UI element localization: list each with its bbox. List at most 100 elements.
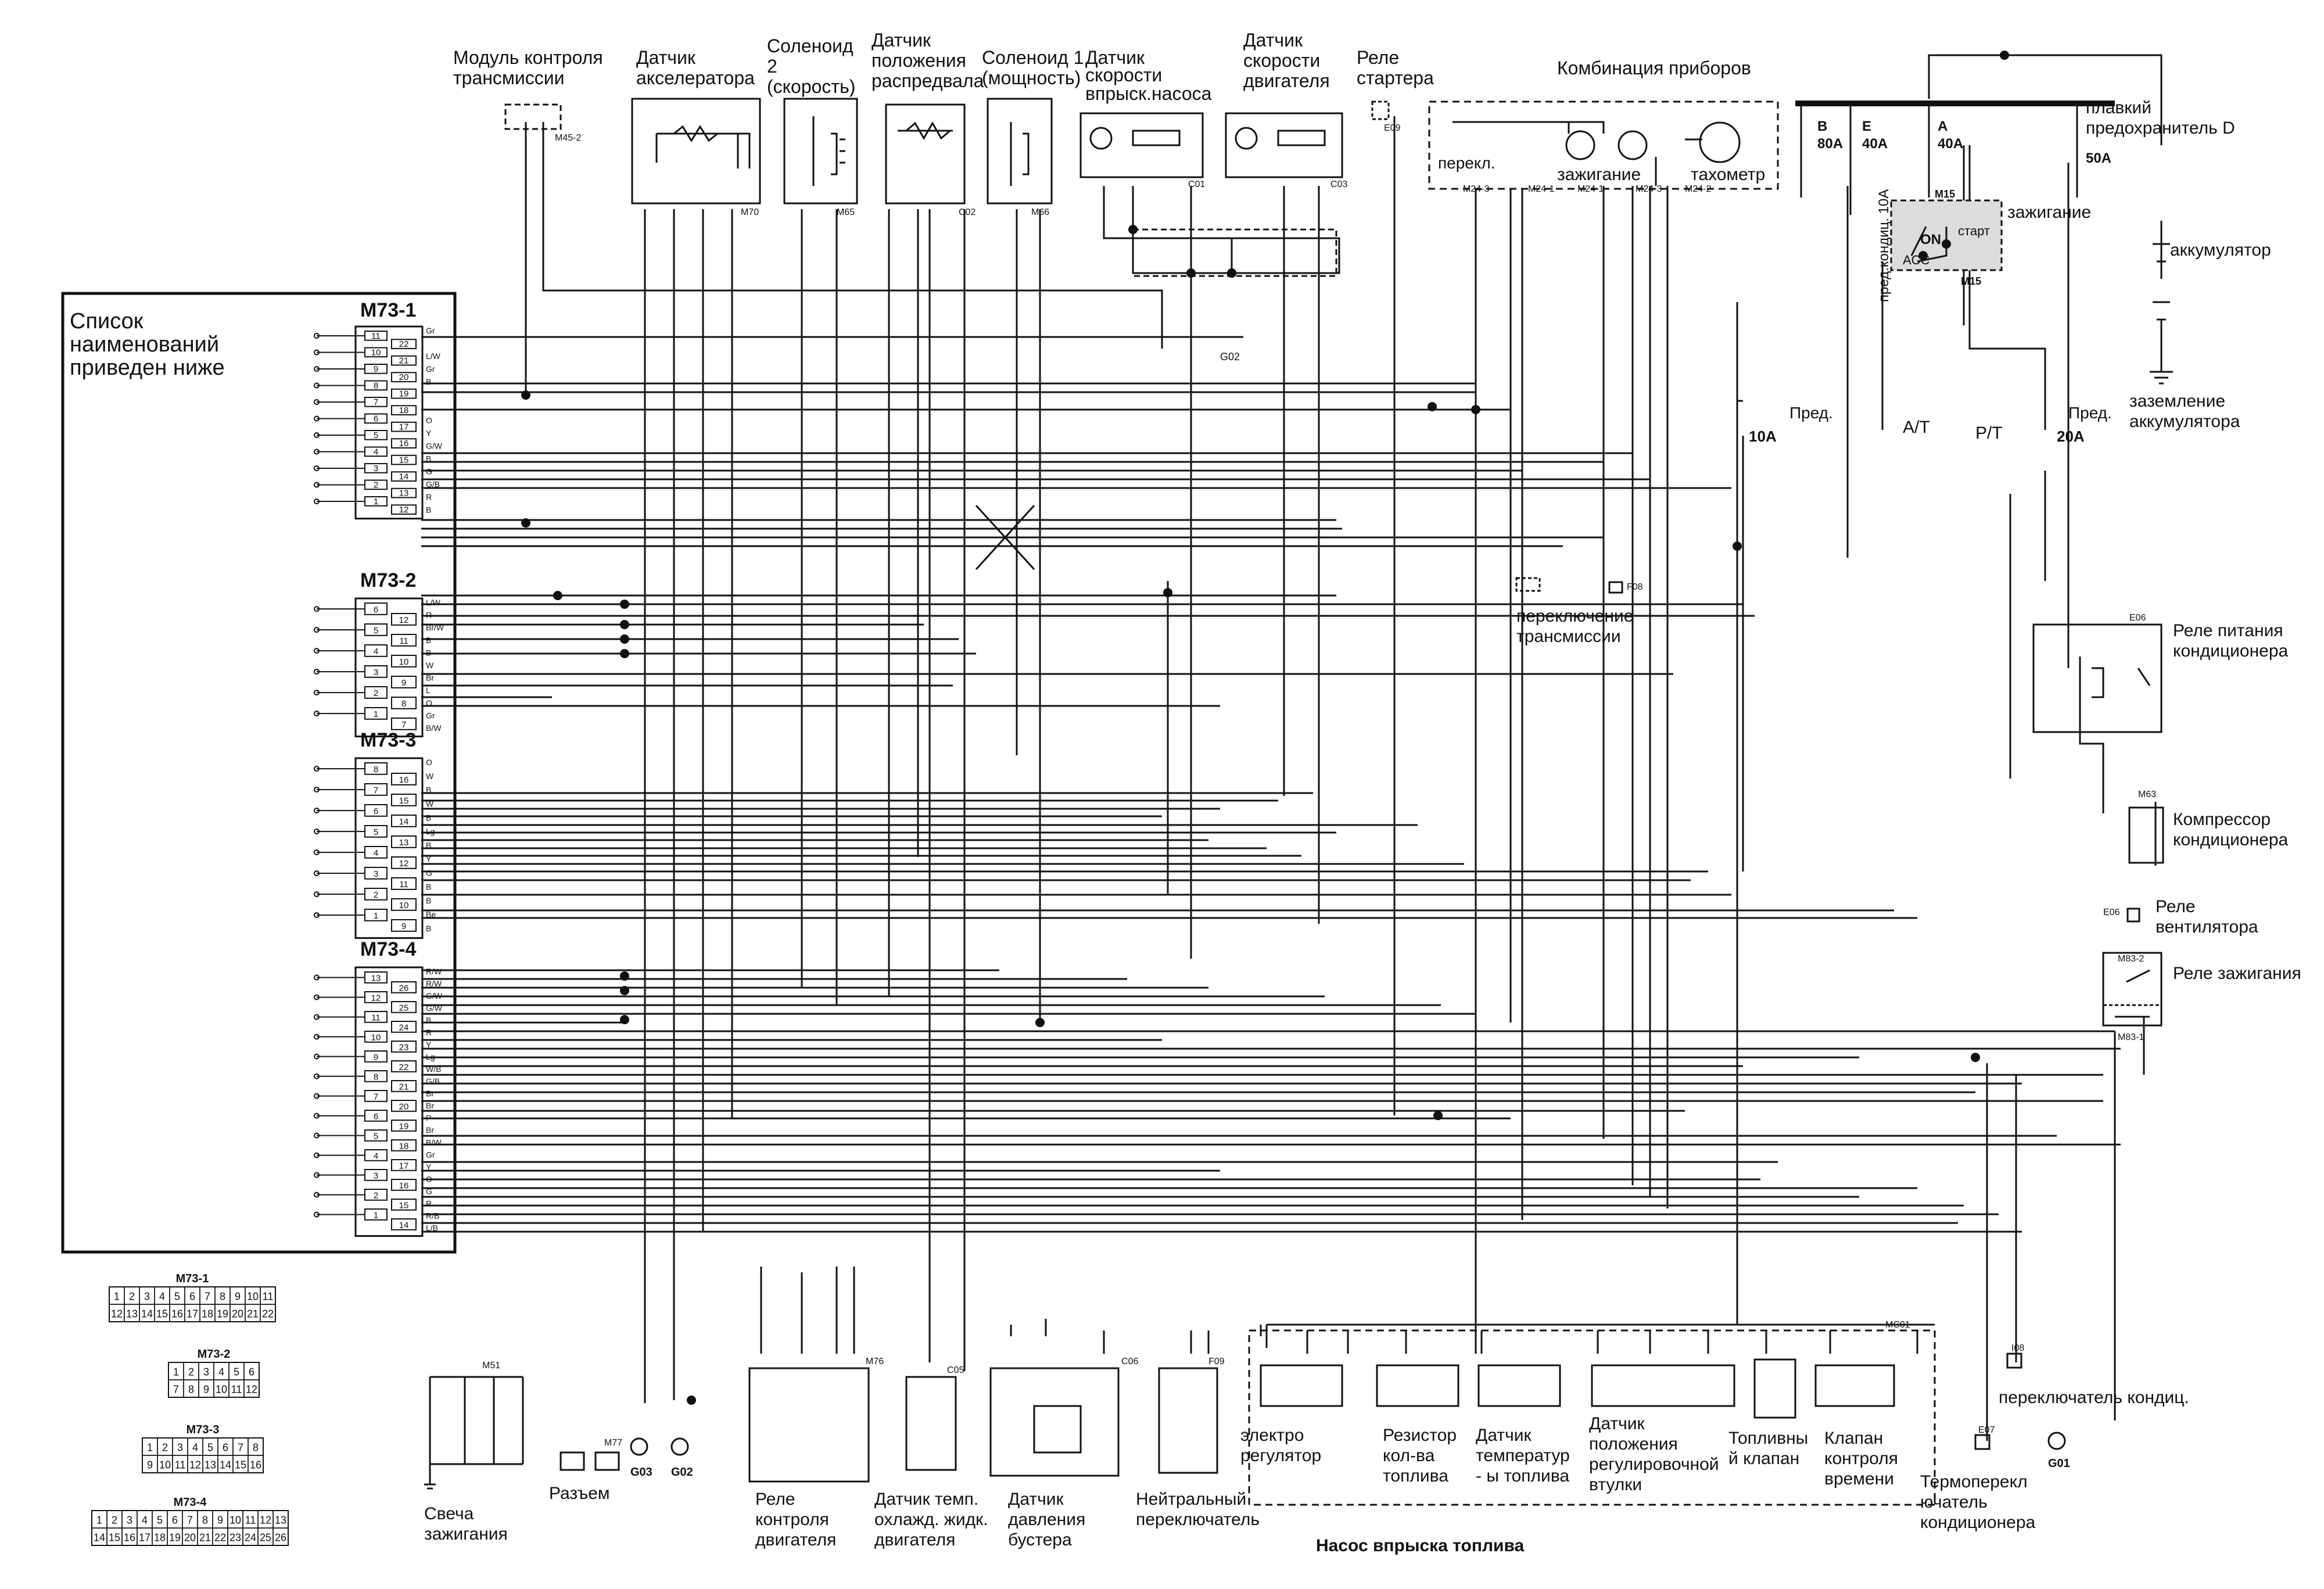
pin-number: 17 (399, 422, 409, 432)
pin-terminal (314, 1132, 320, 1139)
solenoid1-box (987, 98, 1053, 205)
legend-pin: 13 (275, 1515, 286, 1526)
ground-g03: G03 (630, 1466, 652, 1479)
pin-terminal (314, 1014, 320, 1020)
legend-pin: 10 (159, 1459, 171, 1471)
fv-label-2: й клапан (1728, 1449, 1799, 1468)
eng-label-3: двигателя (1243, 70, 1330, 91)
wire-color-label: Be (426, 910, 436, 919)
legend-pin: 2 (129, 1291, 135, 1303)
pump-conn-label: C01 (1188, 180, 1205, 189)
legend-pin: 8 (253, 1442, 259, 1454)
legend-pin: 3 (144, 1291, 150, 1303)
pin-number: 9 (401, 921, 406, 931)
legend-pin: 6 (223, 1442, 228, 1454)
electro-regulator-box (1260, 1364, 1343, 1407)
legend-pin: 4 (159, 1291, 165, 1303)
legend-pin: 11 (263, 1291, 274, 1303)
pin-box (391, 1218, 417, 1231)
sl-label-2: положения (1589, 1434, 1678, 1454)
pin-terminal (314, 787, 320, 793)
junction-dot (1433, 1111, 1443, 1120)
pin-box (391, 815, 417, 827)
tv-label-1: Клапан (1824, 1429, 1883, 1448)
legend-pin: 25 (260, 1532, 271, 1544)
pin-terminal (314, 482, 320, 488)
wire-color-label: B (426, 505, 431, 515)
pin-number: 18 (399, 406, 409, 415)
legend-pin: 24 (245, 1532, 256, 1544)
pin-number: 18 (399, 1141, 409, 1151)
legend-pin: 7 (205, 1291, 210, 1303)
wire-color-label: Lg (426, 827, 435, 836)
wire-color-label: G/W (426, 991, 443, 1000)
legend-pin: 17 (187, 1308, 198, 1320)
pin-number: 2 (374, 480, 378, 490)
thermo-e07: E07 (1978, 1425, 1995, 1435)
junction-dot (620, 620, 629, 629)
ign-start-label: старт (1958, 224, 1990, 238)
junction-dot (1428, 402, 1437, 411)
legend-pin: 21 (199, 1532, 211, 1544)
fuse-a-amp: 40A (1938, 136, 1963, 152)
pin-number: 21 (399, 1082, 409, 1092)
wire-color-label: W/B (426, 1064, 441, 1074)
pin-terminal (314, 766, 320, 772)
ac-fuse-label: пред.кондиц. 10A (1876, 189, 1892, 302)
pin-box (391, 898, 417, 911)
pin-terminal (314, 974, 320, 981)
pin-terminal (314, 1192, 320, 1198)
sl-label-1: Датчик (1589, 1414, 1645, 1433)
junction-dot (620, 649, 629, 658)
pin-number: 9 (401, 678, 406, 688)
wire-color-label: Y (426, 855, 432, 864)
fuel-valve-box (1753, 1358, 1796, 1419)
ignition-switch-box (1890, 199, 2003, 271)
accel-label-1: Датчик (636, 47, 696, 68)
battery-gnd-2: аккумулятора (2129, 412, 2240, 431)
legend-pin: 7 (173, 1384, 179, 1396)
wire-color-label: Y (426, 1162, 432, 1171)
junction-dot (1035, 1018, 1045, 1027)
pin-number: 26 (399, 983, 409, 993)
right-components (1515, 102, 2173, 1027)
wire-color-label: Y (426, 428, 432, 437)
legend-pin: 15 (235, 1459, 246, 1471)
legend-pin: 26 (275, 1532, 286, 1544)
wire-color-label: R (426, 611, 432, 620)
pin-box (391, 487, 417, 498)
tcm-connector-box (504, 103, 562, 130)
pin-number: 17 (399, 1161, 409, 1171)
pin-number: 1 (374, 497, 378, 507)
fuse-a-letter: A (1938, 119, 1948, 134)
er-label-1: электро (1240, 1426, 1304, 1445)
pin-number: 9 (374, 1052, 378, 1062)
wire-color-label: W (426, 661, 434, 670)
wire-color-label: Br (426, 1125, 434, 1135)
pin-box (391, 1060, 417, 1073)
junction-dot (1942, 239, 1951, 249)
wire-color-label: R (426, 1199, 432, 1208)
junction-dot (521, 518, 530, 528)
pin-terminal (314, 1172, 320, 1178)
pin-number: 20 (399, 372, 409, 382)
legend-pin: 5 (157, 1515, 163, 1526)
legend-pin: 21 (247, 1308, 259, 1320)
pin-terminal (314, 1034, 320, 1040)
pred10-label: Пред. (1789, 404, 1833, 422)
thermo-label-1: Термоперекл (1920, 1472, 2028, 1491)
pin-box (391, 794, 417, 806)
legend-pin: 20 (184, 1532, 196, 1544)
pin-box (391, 877, 417, 890)
pump-label-3: впрыск.насоса (1085, 83, 1212, 104)
wire-color-label: G/W (426, 441, 443, 450)
legend-pin: 3 (177, 1442, 183, 1454)
pin-box (391, 471, 417, 482)
wire-color-label: W (426, 799, 434, 808)
ft-label-3: - ы топлива (1476, 1466, 1569, 1486)
pin-box (391, 1139, 417, 1152)
pin-terminal (314, 994, 320, 1000)
ac-relay-box (2032, 623, 2162, 733)
junction-dot (1918, 251, 1928, 260)
wire-color-label: Br (426, 1101, 434, 1110)
